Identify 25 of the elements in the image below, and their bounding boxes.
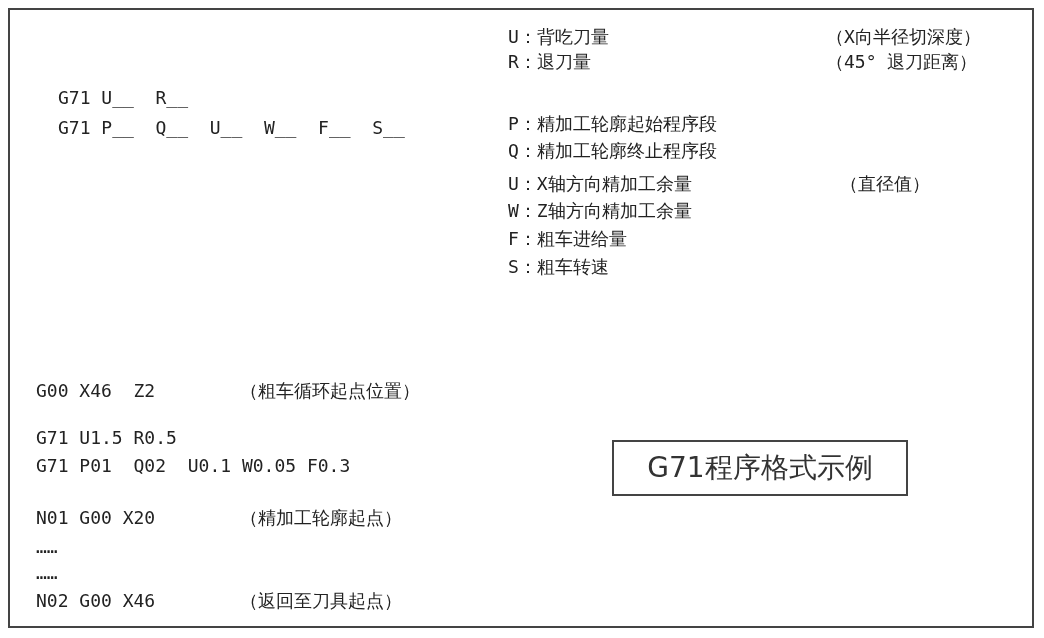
code-text: S：粗车转速 xyxy=(508,256,609,278)
ellipsis: …… xyxy=(36,536,58,558)
code-text: （X向半径切深度） xyxy=(826,26,981,48)
code-text: （返回至刀具起点） xyxy=(240,590,402,612)
comment-text: N01 G00 X20 xyxy=(36,507,156,529)
title-box xyxy=(612,440,908,496)
code-text: R：退刀量 xyxy=(508,51,591,73)
code-text: W：Z轴方向精加工余量 xyxy=(508,200,692,222)
title-text: G71程序格式示例 xyxy=(647,450,873,486)
code-text: （直径值） xyxy=(840,173,930,195)
comment-text: G71 U1.5 R0.5 xyxy=(36,427,177,449)
code-text: U：背吃刀量 xyxy=(508,26,609,48)
comment-text: G00 X46 Z2 xyxy=(36,380,156,402)
code-text: G71 P__ Q__ U__ W__ F__ S__ xyxy=(58,117,405,139)
ellipsis: …… xyxy=(36,562,58,584)
code-text: F：粗车进给量 xyxy=(508,228,627,250)
code-text: G71 U__ R__ xyxy=(58,87,189,109)
code-text: G71 P01 Q02 U0.1 W0.05 F0.3 xyxy=(36,455,351,477)
comment-text: N02 G00 X46 xyxy=(36,590,156,612)
code-text: P：精加工轮廓起始程序段 xyxy=(508,113,717,135)
code-text: （45° 退刀距离） xyxy=(826,51,978,73)
code-text: Q：精加工轮廓终止程序段 xyxy=(508,140,717,162)
code-text: U：X轴方向精加工余量 xyxy=(508,173,692,195)
code-text: （粗车循环起点位置） xyxy=(240,380,420,402)
code-text: （精加工轮廓起点） xyxy=(240,507,402,529)
